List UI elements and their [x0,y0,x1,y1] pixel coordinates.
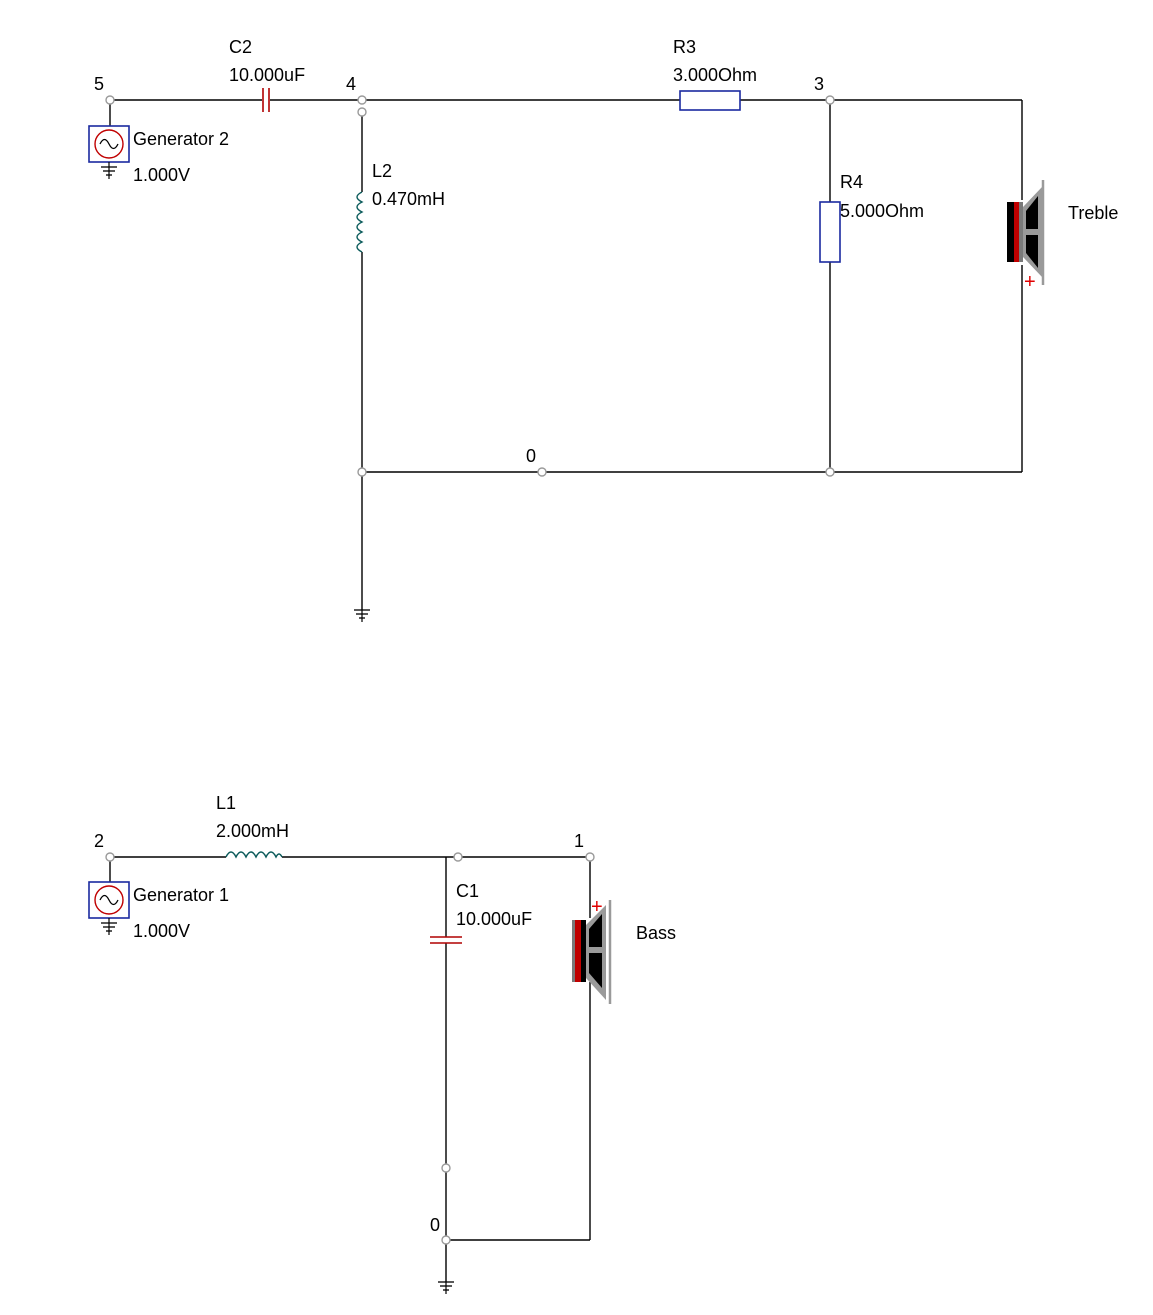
speaker-coil [1019,202,1023,262]
speaker-cone-frame [1023,187,1042,277]
l1-value-label: 2.000mH [216,821,289,841]
node-dot[interactable] [357,107,367,117]
speaker-coil [581,920,586,982]
speaker-treble[interactable] [1007,180,1045,285]
r4-value-label: 5.000Ohm [840,201,924,221]
treble-wires [109,99,1023,610]
node-dot[interactable] [537,467,547,477]
treble-node-markers [105,95,835,477]
speaker-magnet-red [575,920,581,982]
inductor-l1[interactable] [225,851,283,859]
node-3-label: 3 [814,74,824,94]
capacitor-c2[interactable] [262,88,270,112]
node-0-label: 0 [430,1215,440,1235]
treble-circuit: C2 10.000uF R3 3.000Ohm R4 5.000Ohm L2 0… [88,37,1118,622]
speaker-cone-frame [586,905,606,1000]
speaker-magnet-red [1014,202,1019,262]
r4-name-label: R4 [840,172,863,192]
c2-value-label: 10.000uF [229,65,305,85]
capacitor-c1[interactable] [430,936,462,944]
generator-2[interactable] [88,125,130,179]
c1-name-label: C1 [456,881,479,901]
speaker-cone-lower [589,953,602,988]
node-dot[interactable] [105,95,115,105]
generator-1-value-label: 1.000V [133,921,190,941]
generator-1[interactable] [88,881,130,935]
generator-2-name-label: Generator 2 [133,129,229,149]
speaker-magnet [1007,202,1014,262]
generator-1-name-label: Generator 1 [133,885,229,905]
c1-value-label: 10.000uF [456,909,532,929]
ground-icon [101,922,117,935]
node-1-label: 1 [574,831,584,851]
speaker-cone-upper [589,914,602,947]
node-dot[interactable] [825,95,835,105]
node-dot[interactable] [357,95,367,105]
r3-value-label: 3.000Ohm [673,65,757,85]
node-dot[interactable] [585,852,595,862]
bass-circuit: L1 2.000mH C1 10.000uF Generator 1 1.000… [88,793,676,1294]
bass-node-markers [105,852,595,1245]
resistor-r4[interactable] [819,201,841,263]
node-dot[interactable] [825,467,835,477]
node-dot[interactable] [441,1163,451,1173]
l1-name-label: L1 [216,793,236,813]
generator-2-value-label: 1.000V [133,165,190,185]
bass-speaker-label: Bass [636,923,676,943]
r3-name-label: R3 [673,37,696,57]
ground-icon [101,166,117,179]
resistor-r3[interactable] [679,90,741,111]
treble-polarity-mark: + [1024,271,1036,293]
node-dot[interactable] [357,467,367,477]
l2-value-label: 0.470mH [372,189,445,209]
inductor-l2[interactable] [356,191,364,253]
node-dot[interactable] [105,852,115,862]
speaker-cone-lower [1026,235,1038,268]
node-dot[interactable] [441,1235,451,1245]
bass-wires [109,856,591,1282]
ground-icon [354,609,370,622]
node-5-label: 5 [94,74,104,94]
node-0-label: 0 [526,446,536,466]
node-2-label: 2 [94,831,104,851]
speaker-cone-upper [1026,196,1038,229]
c2-name-label: C2 [229,37,252,57]
treble-speaker-label: Treble [1068,203,1118,223]
speaker-bass[interactable] [572,900,612,1004]
l2-name-label: L2 [372,161,392,181]
ground-icon [438,1281,454,1294]
node-dot[interactable] [453,852,463,862]
bass-polarity-mark: + [591,896,603,918]
node-4-label: 4 [346,74,356,94]
